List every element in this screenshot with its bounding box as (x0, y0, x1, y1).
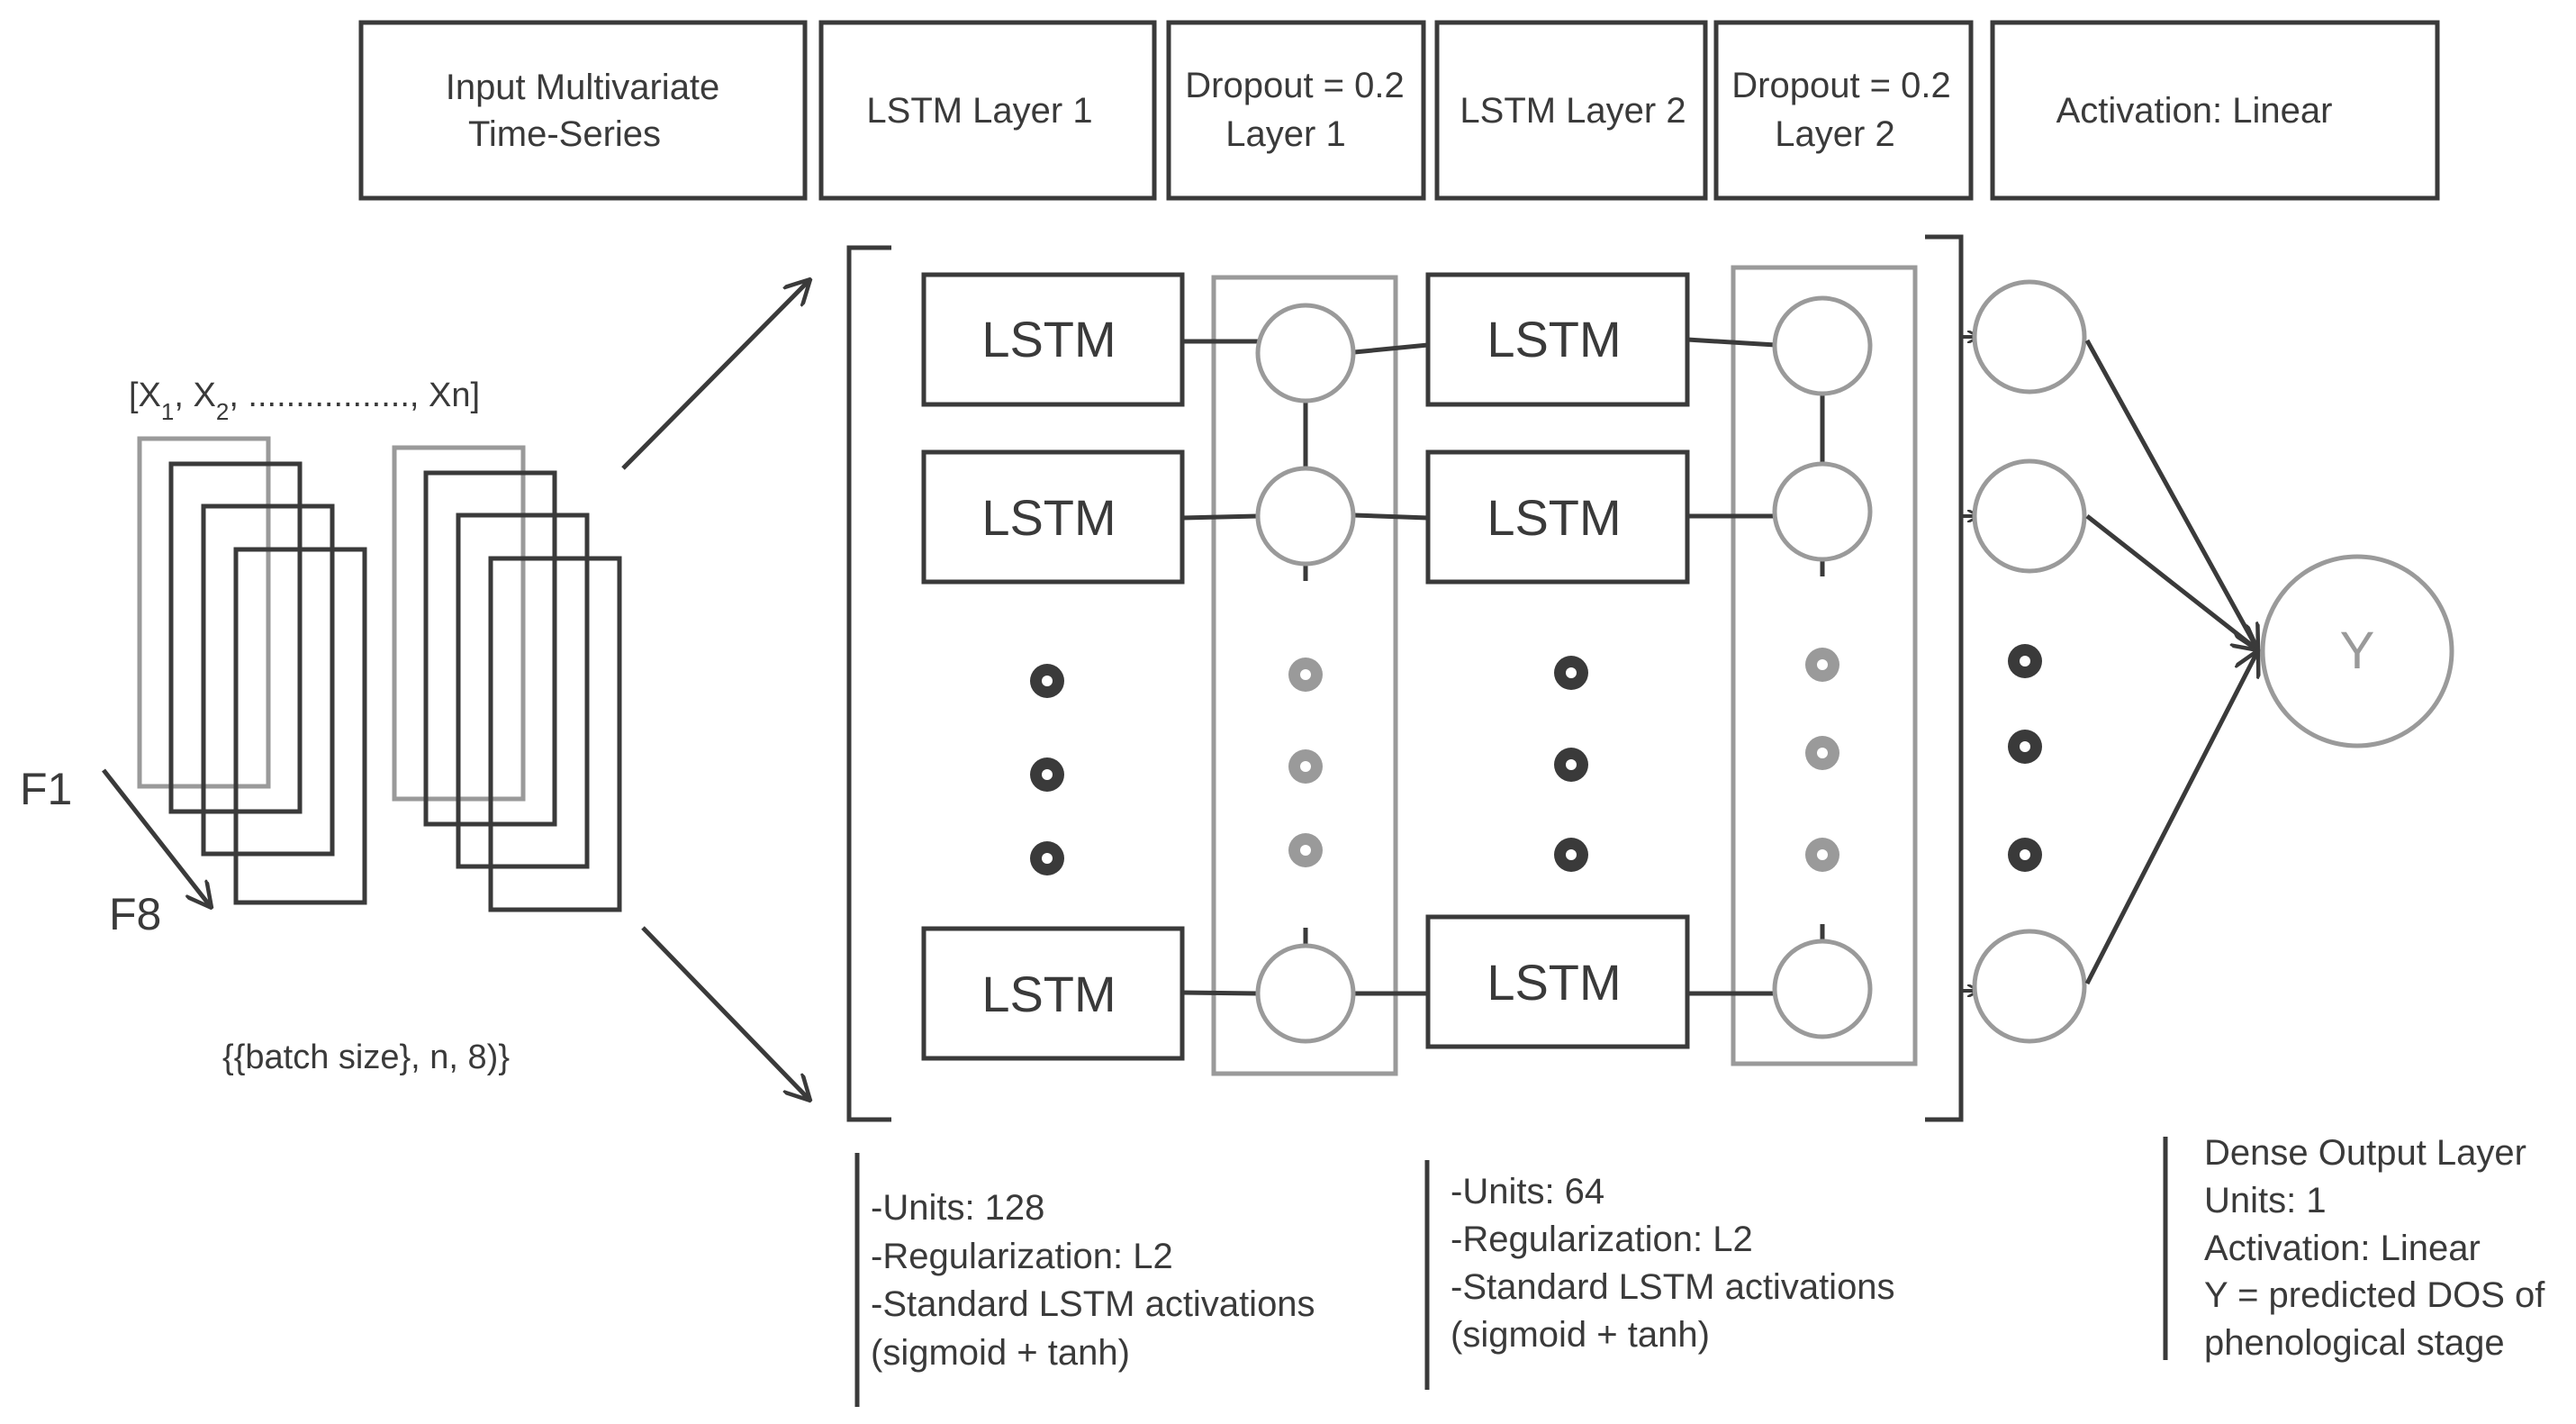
header-activation-label: Activation: Linear (2056, 91, 2333, 131)
dense-node (1972, 929, 2087, 1044)
dense-inputs (1961, 337, 1979, 991)
dense-to-output (2084, 339, 2258, 985)
header-lstm2-label: LSTM Layer 2 (1460, 91, 1686, 131)
dense-note-output: Y = predicted DOS of (2204, 1275, 2545, 1315)
lstm-cell (921, 926, 1185, 1061)
layer1-note-units: -Units: 128 (871, 1188, 1044, 1228)
sequence-sub1: 1 (161, 398, 174, 425)
dropout2-container (1731, 265, 1918, 1066)
layer2-note-units: -Units: 64 (1451, 1172, 1604, 1211)
lstm-layer1: LSTM LSTM LSTM (921, 272, 1185, 1061)
header-input-line2: Time-Series (468, 114, 661, 154)
ellipsis-lstm1 (1030, 664, 1064, 875)
lstm-cell-label: LSTM (981, 966, 1116, 1022)
dropout2-nodes (1772, 295, 1873, 1039)
dense-node (1972, 458, 2087, 574)
layer2-notes: -Units: 64 -Regularization: L2 -Standard… (1424, 1160, 1895, 1390)
layer2-note-activations: -Standard LSTM activations (1451, 1267, 1895, 1307)
feature-arrow (102, 768, 212, 908)
lstm-cell-label: LSTM (981, 489, 1116, 546)
header-input-line1: Input Multivariate (446, 68, 720, 107)
ellipsis-dropout1 (1288, 658, 1323, 867)
sequence-open: [X (129, 376, 161, 414)
feature-last-label: F8 (109, 889, 161, 939)
output-node: Y (2260, 554, 2454, 748)
dense-note-units: Units: 1 (2204, 1181, 2327, 1220)
ellipsis-lstm2 (1554, 656, 1588, 872)
input-sequence-label: [X1, X2, ................., Xn] (129, 376, 480, 425)
layer2-note-regularization: -Regularization: L2 (1451, 1220, 1753, 1259)
dropout-node (1255, 303, 1356, 404)
dropout-node (1255, 943, 1356, 1044)
lstm-cell-label: LSTM (1487, 954, 1621, 1011)
header-dropout2-line1: Dropout = 0.2 (1731, 66, 1951, 105)
layer1-note-activation-fns: (sigmoid + tanh) (871, 1333, 1130, 1373)
dropout1-nodes (1255, 303, 1356, 1044)
network-bracket-left (846, 245, 891, 1122)
dense-note-activation: Activation: Linear (2204, 1229, 2481, 1268)
input-frame-stack-left (137, 436, 367, 905)
input-arrow-down (641, 926, 810, 1101)
dropout-node (1772, 295, 1873, 396)
lstm-cell (921, 449, 1185, 585)
lstm-cell (921, 272, 1185, 407)
lstm-cell (1425, 914, 1690, 1049)
header-activation-box: Activation: Linear (1990, 20, 2440, 201)
input-frame (488, 556, 622, 912)
header-lstm1-box: LSTM Layer 1 (818, 20, 1157, 201)
dense-notes: Dense Output Layer Units: 1 Activation: … (2163, 1133, 2545, 1363)
header-lstm1-label: LSTM Layer 1 (866, 91, 1092, 131)
dense-note-output-cont: phenological stage (2204, 1323, 2505, 1363)
dropout-node (1772, 939, 1873, 1039)
layer2-note-activation-fns: (sigmoid + tanh) (1451, 1315, 1710, 1355)
lstm-cell (1425, 272, 1690, 407)
header-dropout2-line2: Layer 2 (1775, 114, 1894, 154)
header-dropout1-box: Dropout = 0.2 Layer 1 (1166, 20, 1426, 201)
output-label: Y (2340, 621, 2375, 680)
dense-note-title: Dense Output Layer (2204, 1133, 2526, 1173)
layer1-note-activations: -Standard LSTM activations (871, 1284, 1315, 1324)
network-bracket-right (1925, 234, 1964, 1122)
header-dropout1-line1: Dropout = 0.2 (1185, 66, 1405, 105)
header-dropout2-box: Dropout = 0.2 Layer 2 (1713, 20, 1974, 201)
dropout1-container (1211, 275, 1398, 1076)
sequence-sub2: 2 (216, 398, 229, 425)
input-frame-stack-right (392, 445, 622, 912)
lstm-cell-label: LSTM (1487, 311, 1621, 367)
header-input-box: Input Multivariate Time-Series (358, 20, 808, 201)
input-frame (201, 503, 335, 857)
dense-node (1972, 279, 2087, 395)
dropout-node (1255, 466, 1356, 567)
svg-text:[X1, X2, ................., Xn: [X1, X2, ................., Xn] (129, 376, 480, 425)
lstm-cell-label: LSTM (981, 311, 1116, 367)
layer1-note-regularization: -Regularization: L2 (871, 1237, 1173, 1276)
lstm-cell-label: LSTM (1487, 489, 1621, 546)
dense-nodes (1972, 279, 2087, 1044)
ellipsis-dropout2 (1805, 648, 1839, 872)
input-frame (233, 547, 367, 905)
sequence-rest: , ................., Xn] (229, 376, 480, 414)
header-dropout1-line2: Layer 1 (1225, 114, 1345, 154)
layer1-notes: -Units: 128 -Regularization: L2 -Standar… (854, 1153, 1315, 1407)
input-arrow-up (621, 279, 810, 470)
feature-first-label: F1 (20, 764, 72, 814)
connections (1181, 337, 1825, 996)
ellipsis-dense (2008, 644, 2042, 872)
lstm-layer2: LSTM LSTM LSTM (1425, 272, 1690, 1049)
header-lstm2-box: LSTM Layer 2 (1434, 20, 1708, 201)
dropout-node (1772, 461, 1873, 562)
input-frame (456, 512, 590, 869)
input-shape-label: {{batch size}, n, 8)} (222, 1039, 510, 1076)
sequence-sep1: , X (174, 376, 215, 414)
lstm-cell (1425, 449, 1690, 585)
